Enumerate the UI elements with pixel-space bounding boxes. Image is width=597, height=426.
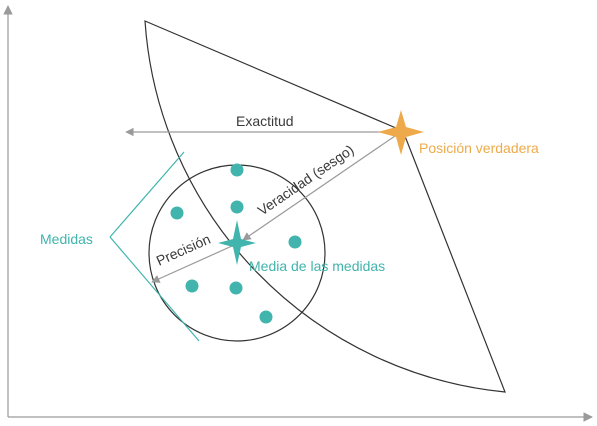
mean-star-icon — [218, 220, 256, 265]
measurement-dot — [288, 235, 302, 249]
precision-label: Precisión — [154, 231, 213, 269]
medidas-bracket-lower — [109, 236, 200, 342]
measurement-dot — [230, 200, 244, 214]
medidas-bracket-upper — [109, 151, 185, 238]
measurement-dot — [170, 206, 184, 220]
veracidad-arrow — [242, 135, 396, 241]
measurement-dot — [259, 310, 273, 324]
precision-arrow — [151, 245, 233, 283]
veracidad-label: Veracidad (sesgo) — [255, 141, 357, 218]
accuracy-sector — [144, 20, 506, 393]
measurement-dots — [170, 163, 302, 324]
medidas-label: Medidas — [40, 231, 93, 247]
true-position-label: Posición verdadera — [419, 140, 539, 156]
true-position-star-icon — [378, 110, 424, 155]
measurement-dot — [185, 279, 199, 293]
exactitud-label: Exactitud — [236, 113, 294, 129]
measurement-dot — [229, 281, 243, 295]
measurement-dot — [230, 163, 244, 177]
mean-label: Media de las medidas — [249, 258, 385, 274]
